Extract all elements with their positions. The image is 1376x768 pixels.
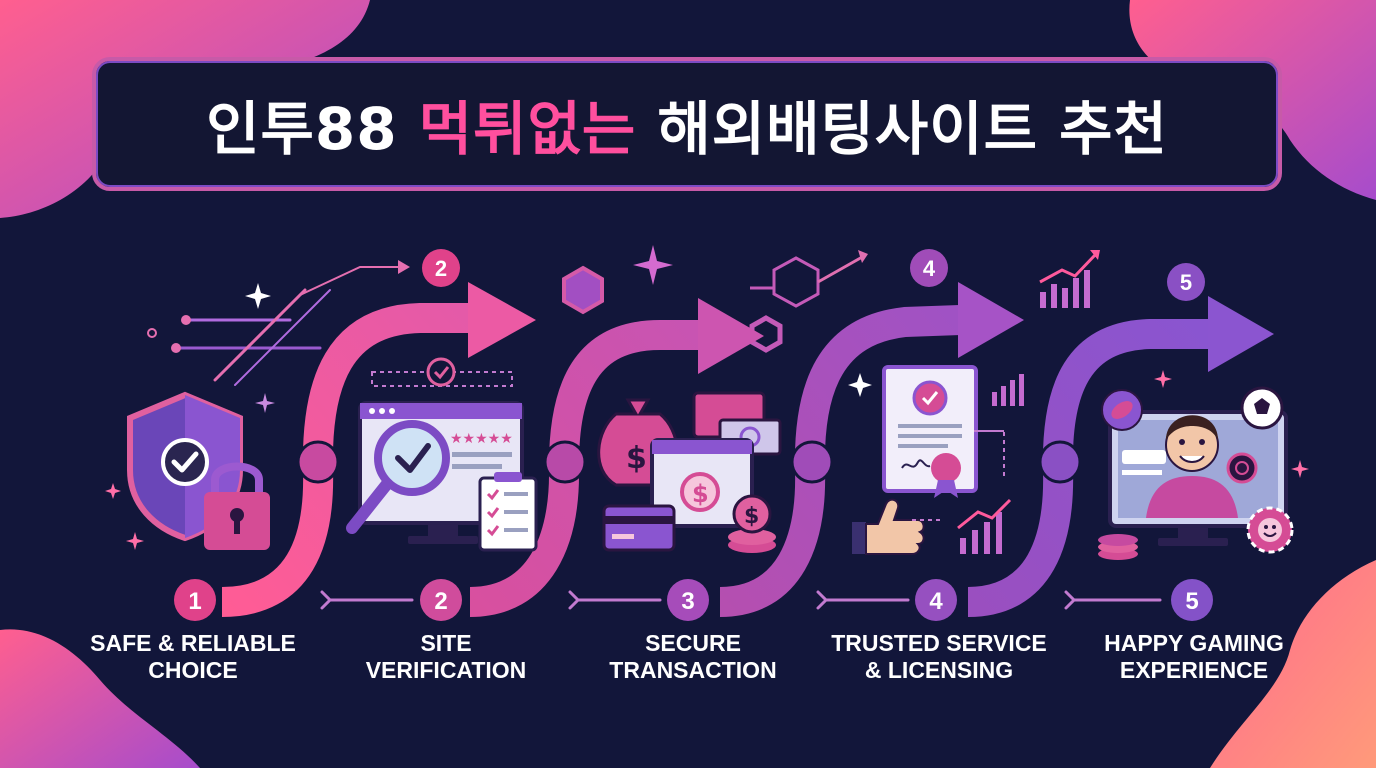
decorative-sparkles: [105, 245, 1309, 550]
title-part-2: 해외배팅사이트 추천: [636, 95, 1168, 163]
svg-text:$: $: [626, 441, 647, 476]
step-label-4: TRUSTED SERVICE & LICENSING: [831, 630, 1047, 683]
step-badge-5: 5: [1171, 579, 1213, 621]
certificate-thumbs-up-icon: [852, 365, 1012, 555]
step-badges: 1 2 3 4 5: [174, 579, 1213, 621]
corner-blob-bottom-right: [1210, 560, 1376, 768]
shield-lock-icon: [127, 391, 270, 550]
money-bag-card-coins-icon: $ $ $: [597, 391, 782, 553]
step-label-3: SECURE TRANSACTION: [609, 630, 777, 683]
top-badge-number: 5: [1180, 270, 1192, 295]
step-badge-2: 2: [420, 579, 462, 621]
top-badge-number: 4: [923, 256, 936, 281]
step-badge-number: 4: [929, 588, 943, 615]
step-badge-number: 5: [1185, 588, 1198, 615]
monitor-gamer-sports-icon: [1098, 386, 1294, 560]
svg-text:$: $: [692, 480, 709, 508]
top-badge-5: 5: [1167, 263, 1205, 301]
step-label-5: HAPPY GAMING EXPERIENCE: [1104, 630, 1284, 683]
decorative-speed-lines: [147, 260, 410, 386]
flow-arrows: [221, 282, 1274, 617]
step-badge-number: 2: [434, 588, 447, 615]
svg-text:★★★★★: ★★★★★: [450, 431, 513, 447]
svg-text:$: $: [744, 504, 759, 529]
step-badge-1: 1: [174, 579, 216, 621]
top-step-badges: 2 4 5: [422, 249, 1205, 301]
top-badge-4: 4: [910, 249, 948, 287]
decorative-bar-charts: [992, 250, 1100, 406]
step-badge-number: 1: [188, 588, 201, 615]
title-part-1: 인투88: [206, 95, 419, 163]
step-badge-4: 4: [915, 579, 957, 621]
title-highlight: 먹튀없는: [418, 95, 637, 163]
page-title: 인투88 먹튀없는 해외배팅사이트 추천: [206, 82, 1168, 166]
top-badge-number: 2: [435, 256, 447, 281]
step-label-2: SITE VERIFICATION: [365, 630, 527, 683]
corner-blob-bottom-left: [0, 629, 200, 768]
top-badge-2: 2: [422, 249, 460, 287]
baseline-connectors: [320, 590, 1162, 610]
monitor-magnifier-checklist-icon: ★★★★★: [346, 357, 538, 552]
decorative-hexagons: [562, 250, 868, 353]
step-badge-number: 3: [681, 588, 694, 615]
step-badge-3: 3: [667, 579, 709, 621]
step-label-1: SAFE & RELIABLE CHOICE: [90, 630, 296, 683]
title-banner: 인투88 먹튀없는 해외배팅사이트 추천: [92, 57, 1282, 191]
